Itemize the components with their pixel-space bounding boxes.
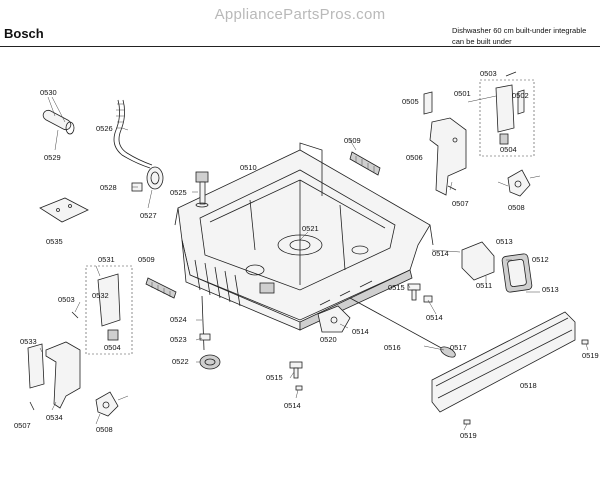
callout-0531: 0531 (98, 255, 115, 264)
leader-lines (39, 95, 589, 431)
hinge-part-0508-lower[interactable] (95, 391, 129, 417)
callout-0509-lower: 0509 (138, 255, 155, 264)
bracket-part-0533[interactable] (27, 343, 45, 389)
description-line-1: Dishwasher 60 cm built-under integrable (452, 26, 587, 35)
callout-0522: 0522 (172, 357, 189, 366)
screw-part-0507[interactable] (447, 185, 457, 191)
screw-part-0515-lower[interactable] (289, 361, 303, 379)
callout-0515-lower: 0515 (266, 373, 283, 382)
callout-0517: 0517 (450, 343, 467, 352)
support-part-0525[interactable] (195, 171, 209, 208)
hinge-kit-box-left[interactable] (85, 265, 133, 355)
callout-0514-middle: 0514 (426, 313, 443, 322)
callout-0503-top: 0503 (480, 69, 497, 78)
callout-0519-bottom: 0519 (460, 431, 477, 440)
clip-part-0514-middle[interactable] (423, 295, 433, 303)
callout-0533: 0533 (20, 337, 37, 346)
clamp-part-0530[interactable] (41, 109, 75, 135)
callout-0521: 0521 (302, 224, 319, 233)
rod-part-0524[interactable] (201, 295, 205, 351)
callout-0510: 0510 (240, 163, 257, 172)
box-part-0511[interactable] (461, 241, 495, 281)
callout-0507-lower: 0507 (14, 421, 31, 430)
callout-0512: 0512 (532, 255, 549, 264)
rod-part-0516[interactable] (349, 297, 446, 351)
callout-0528: 0528 (100, 183, 117, 192)
callout-0503-lower: 0503 (58, 295, 75, 304)
callout-0527: 0527 (140, 211, 157, 220)
callout-0507-top: 0507 (452, 199, 469, 208)
callout-0506: 0506 (406, 153, 423, 162)
kickplate-part-0518[interactable] (431, 311, 576, 413)
tip-part-0517[interactable] (439, 345, 457, 360)
callout-0501: 0501 (454, 89, 471, 98)
screw-part-0515-upper[interactable] (407, 283, 421, 301)
hinge-kit-box[interactable] (479, 79, 535, 157)
model-description: Dishwasher 60 cm built-under integrable … (452, 25, 600, 47)
description-line-2: can be built under (452, 37, 512, 46)
base-tub-part[interactable] (174, 142, 434, 331)
callout-0534: 0534 (46, 413, 63, 422)
screw-part-0503[interactable] (505, 71, 517, 77)
clip-part-0523[interactable] (199, 333, 211, 341)
callout-0526: 0526 (96, 124, 113, 133)
watermark: AppliancePartsPros.com (214, 6, 386, 23)
bracket-part-0505[interactable] (423, 91, 433, 115)
hose-part-0526[interactable] (113, 99, 164, 190)
callout-0508-lower: 0508 (96, 425, 113, 434)
valve-part-0520[interactable] (317, 305, 351, 333)
bracket-part-0506[interactable] (429, 117, 467, 196)
callout-0511: 0511 (476, 281, 492, 290)
bracket-part-0534[interactable] (45, 341, 81, 409)
callout-0502: 0502 (512, 91, 529, 100)
callout-0535: 0535 (46, 237, 63, 246)
callout-0532: 0532 (92, 291, 109, 300)
header-divider (0, 46, 600, 47)
callout-0504-top: 0504 (500, 145, 517, 154)
callout-0529: 0529 (44, 153, 61, 162)
callout-0516: 0516 (384, 343, 401, 352)
callout-0508-top: 0508 (508, 203, 525, 212)
spring-strip-part-0509-lower[interactable] (145, 277, 177, 299)
plate-part-0535[interactable] (39, 197, 89, 223)
screw-part-0519-bottom[interactable] (463, 419, 471, 425)
callout-0518: 0518 (520, 381, 537, 390)
callout-0509-top: 0509 (344, 136, 361, 145)
callout-0513-top: 0513 (496, 237, 513, 246)
hinge-part-0508[interactable] (497, 169, 541, 197)
callout-0515-upper: 0515 (388, 283, 405, 292)
callout-0523: 0523 (170, 335, 187, 344)
callout-0513-bottom: 0513 (542, 285, 559, 294)
screw-part-0507-lower[interactable] (29, 401, 35, 411)
screw-part-0503-lower[interactable] (71, 311, 79, 319)
callout-0514-lower: 0514 (284, 401, 301, 410)
callout-0530: 0530 (40, 88, 57, 97)
callout-0514-valve: 0514 (352, 327, 369, 336)
callout-0504-lower: 0504 (104, 343, 121, 352)
callout-0520: 0520 (320, 335, 337, 344)
callout-0525: 0525 (170, 188, 187, 197)
callout-0524: 0524 (170, 315, 187, 324)
brand-title: Bosch (4, 26, 44, 41)
callout-0505: 0505 (402, 97, 419, 106)
foot-part-0522[interactable] (199, 354, 221, 370)
screw-part-0519-right[interactable] (581, 339, 589, 345)
callout-0519-right: 0519 (582, 351, 599, 360)
cover-part-0512[interactable] (501, 253, 533, 293)
callout-0514-right: 0514 (432, 249, 449, 258)
clip-part-0514-lower[interactable] (295, 385, 303, 391)
spring-strip-part-0509[interactable] (349, 151, 381, 176)
